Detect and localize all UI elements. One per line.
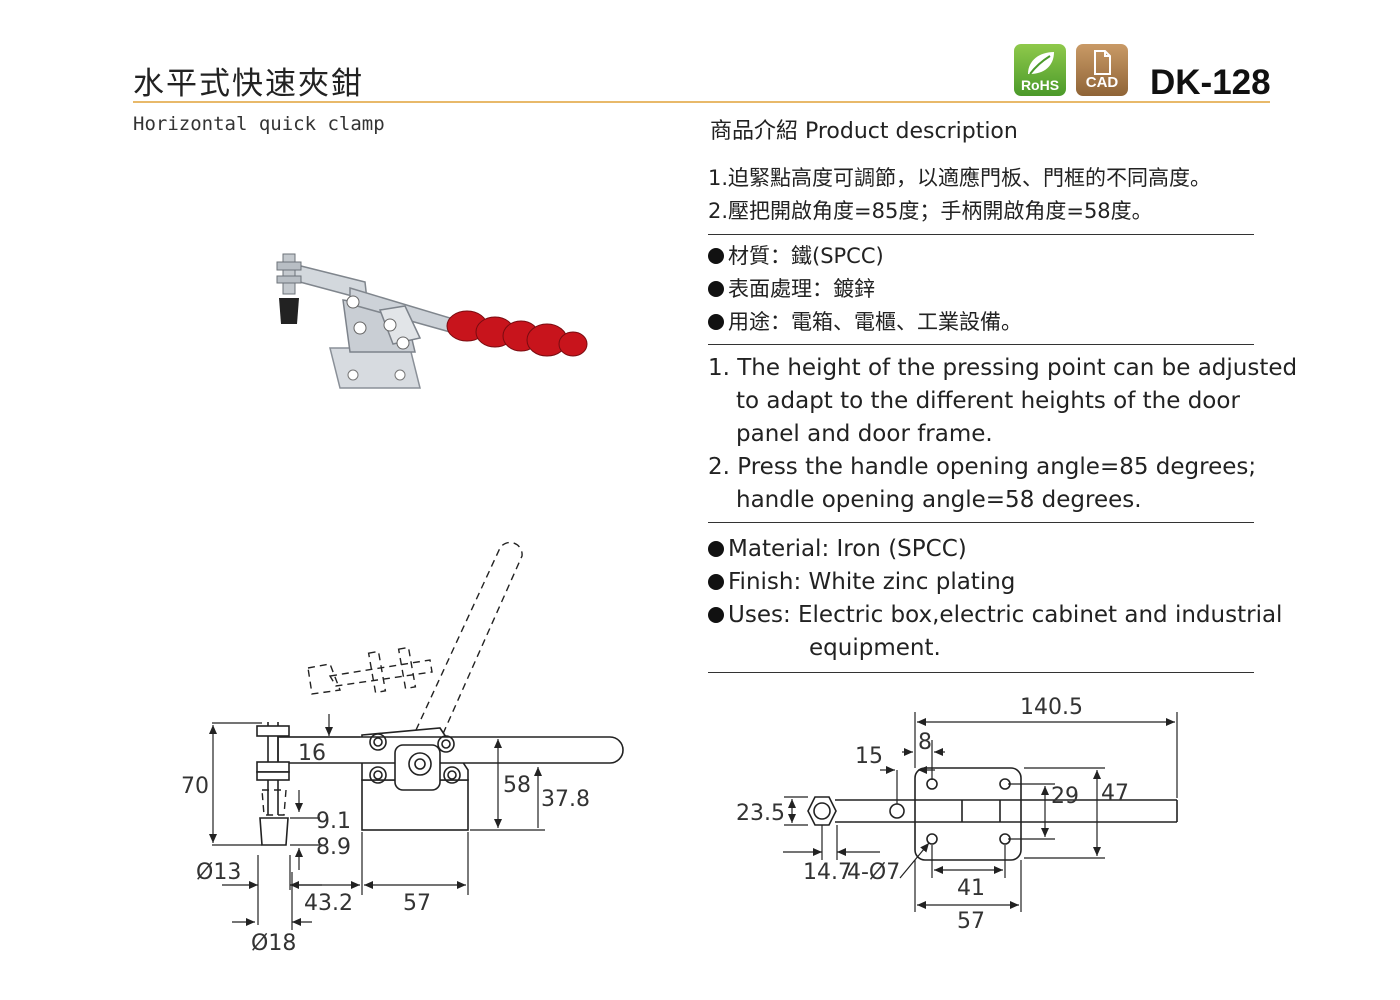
cad-label: CAD — [1085, 74, 1119, 91]
dim-length: 140.5 — [1020, 695, 1083, 720]
description-heading: 商品介紹 Product description — [710, 119, 1018, 144]
dim-57: 57 — [403, 891, 431, 916]
spec-en-item: Finish: White zinc plating — [708, 566, 1282, 599]
document-icon — [1094, 50, 1111, 75]
title-divider — [133, 101, 1270, 103]
dim-58: 58 — [503, 773, 531, 798]
top-view-drawing: 140.5 8 15 23.5 29 47 14.7 4-Ø7 41 57 — [736, 695, 1178, 934]
dim-57-top: 57 — [957, 909, 985, 934]
feature-en-line: to adapt to the different heights of the… — [736, 388, 1240, 414]
bullet-icon — [708, 248, 724, 264]
features-en: 1. The height of the pressing point can … — [708, 352, 1297, 517]
feature-en-line: 1. The height of the pressing point can … — [708, 355, 1298, 381]
dim-9-1: 9.1 — [316, 809, 351, 834]
dim-23-5: 23.5 — [736, 801, 785, 826]
spec-zh-item: 用途：電箱、電櫃、工業設備。 — [708, 306, 1022, 339]
dim-holes: 4-Ø7 — [847, 860, 900, 885]
specs-zh: 材質：鐵(SPCC) 表面處理：鍍鋅 用途：電箱、電櫃、工業設備。 — [708, 240, 1022, 339]
specs-en: Material: Iron (SPCC) Finish: White zinc… — [708, 533, 1282, 665]
dim-8: 8 — [918, 730, 932, 755]
bullet-icon — [708, 574, 724, 590]
cad-badge: CAD — [1076, 44, 1128, 96]
rohs-label: RoHS — [1020, 77, 1060, 93]
dim-height: 70 — [181, 774, 209, 799]
page-title-zh: 水平式快速夾鉗 — [133, 66, 364, 102]
spec-en-item: Uses: Electric box,electric cabinet and … — [708, 599, 1282, 632]
divider — [708, 344, 1254, 345]
feature-zh-item: 1.迫緊點高度可調節，以適應門板、門框的不同高度。 — [708, 166, 1212, 190]
dim-16: 16 — [298, 741, 326, 766]
divider — [708, 522, 1254, 523]
feature-en-line: 2. Press the handle opening angle=85 deg… — [708, 454, 1257, 480]
dim-47: 47 — [1101, 781, 1129, 806]
product-photo — [276, 253, 588, 389]
side-view-drawing: 70 16 9.1 8.9 58 37.8 Ø13 43.2 57 Ø18 — [181, 541, 624, 956]
bullet-icon — [708, 607, 724, 623]
leaf-icon — [1028, 52, 1054, 75]
dim-14-7: 14.7 — [803, 860, 852, 885]
spec-zh-item: 材質：鐵(SPCC) — [708, 240, 1022, 273]
bullet-icon — [708, 281, 724, 297]
page-title-en: Horizontal quick clamp — [133, 113, 385, 135]
feature-en-line: handle opening angle=58 degrees. — [736, 487, 1142, 513]
bullet-icon — [708, 541, 724, 557]
dim-d18: Ø18 — [251, 931, 296, 956]
dim-d13: Ø13 — [196, 860, 241, 885]
dim-41: 41 — [957, 876, 985, 901]
bullet-icon — [708, 314, 724, 330]
dim-15: 15 — [855, 744, 883, 769]
spec-zh-item: 表面處理：鍍鋅 — [708, 273, 1022, 306]
rohs-badge: RoHS — [1014, 44, 1066, 96]
feature-zh-item: 2.壓把開啟角度=85度；手柄開啟角度=58度。 — [708, 199, 1153, 223]
spec-en-item: equipment. — [809, 635, 941, 661]
spec-en-item: Material: Iron (SPCC) — [708, 533, 1282, 566]
dim-8-9: 8.9 — [316, 835, 351, 860]
feature-en-line: panel and door frame. — [736, 421, 993, 447]
divider — [708, 672, 1254, 673]
divider — [708, 234, 1254, 235]
dim-43-2: 43.2 — [304, 891, 353, 916]
features-zh: 1.迫緊點高度可調節，以適應門板、門框的不同高度。 2.壓把開啟角度=85度；手… — [708, 162, 1211, 228]
dim-29: 29 — [1051, 784, 1079, 809]
model-number: DK-128 — [1150, 63, 1271, 102]
dim-37-8: 37.8 — [541, 787, 590, 812]
